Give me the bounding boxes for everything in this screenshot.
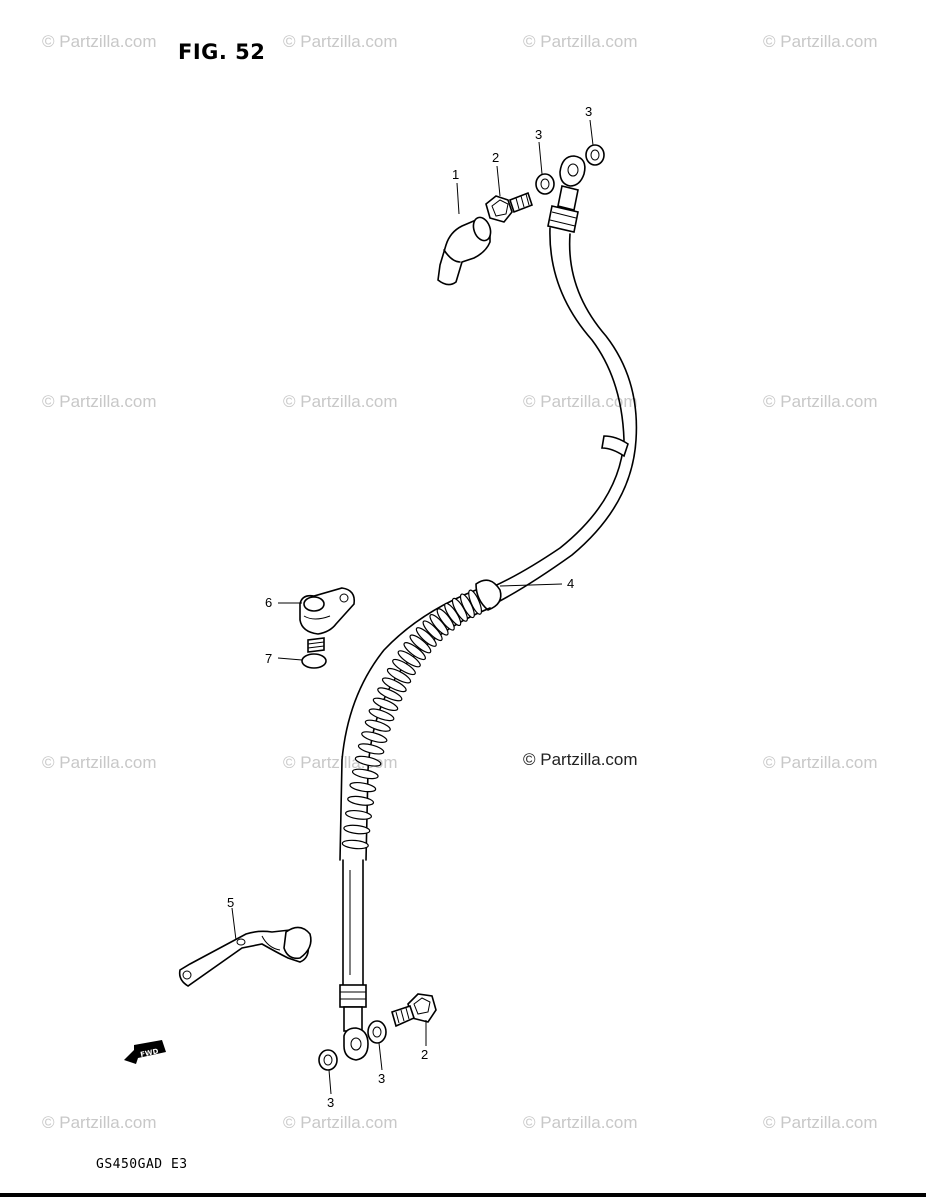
watermark: © Partzilla.com	[42, 32, 157, 51]
hose-armor-ring	[357, 743, 385, 755]
hose-armor-ring	[397, 650, 421, 668]
callout-3-c: 3	[378, 1071, 386, 1086]
hose-bracket-part	[178, 926, 312, 987]
watermark: © Partzilla.com	[283, 1113, 398, 1132]
watermark: © Partzilla.com	[763, 753, 878, 772]
hose-armor-ring	[444, 602, 462, 627]
callout-1: 1	[452, 167, 460, 182]
clamp-bolt-part	[301, 637, 327, 669]
hose-armor-ring	[415, 627, 437, 647]
hose-armor-ring	[354, 755, 382, 767]
hose-armor-ring	[429, 614, 449, 636]
hose-armor-ring	[345, 809, 372, 820]
hose-armor-ring	[347, 795, 375, 806]
watermark: © Partzilla.com	[763, 392, 878, 411]
watermark: © Partzilla.com	[42, 392, 157, 411]
hose-armor-ring	[403, 642, 426, 661]
hose-armor-ring	[392, 658, 416, 676]
forward-arrow-icon: FWD	[124, 1040, 166, 1064]
callout-leaders	[231, 119, 594, 1095]
callout-6: 6	[265, 595, 273, 610]
callout-3-b: 3	[585, 104, 593, 119]
watermark: © Partzilla.com	[763, 32, 878, 51]
center-watermark: © Partzilla.com	[523, 750, 638, 769]
union-bolt-bottom-part	[391, 993, 437, 1028]
washer-top-b	[585, 144, 605, 166]
washer-bottom-b	[318, 1049, 338, 1071]
watermark: © Partzilla.com	[42, 753, 157, 772]
union-bolt-top-part	[485, 191, 533, 223]
hose-armor-ring	[343, 824, 371, 835]
watermark: © Partzilla.com	[283, 32, 398, 51]
brake-hose-part	[339, 155, 638, 1061]
hose-armor-ring	[361, 731, 388, 743]
watermark: © Partzilla.com	[763, 1113, 878, 1132]
hose-armor-ring	[377, 687, 403, 702]
callout-5: 5	[227, 895, 235, 910]
bottom-border	[0, 1193, 926, 1197]
figure-title: FIG. 52	[178, 40, 266, 64]
hose-armor-ring	[436, 608, 455, 631]
hose-armor-ring	[341, 839, 369, 850]
callout-2-top: 2	[492, 150, 500, 165]
hose-armor-ring	[409, 634, 432, 654]
watermark: © Partzilla.com	[523, 32, 638, 51]
callout-7: 7	[265, 651, 273, 666]
boot-cap-part	[437, 216, 492, 286]
hose-armor-ring	[381, 677, 407, 693]
hose-armor-ring	[372, 697, 399, 712]
callout-3-d: 3	[327, 1095, 335, 1110]
watermark: © Partzilla.com	[523, 392, 638, 411]
callout-3-a: 3	[535, 127, 543, 142]
washer-top-a	[535, 173, 555, 195]
hose-armor-ring	[351, 768, 379, 780]
hose-clamp-part	[299, 587, 356, 635]
washer-bottom-a	[367, 1020, 387, 1044]
hose-armor-ring	[368, 708, 395, 722]
hose-armor-ring	[386, 667, 412, 684]
watermark: © Partzilla.com	[283, 392, 398, 411]
hose-armor-ring	[422, 620, 443, 642]
callout-4: 4	[567, 576, 575, 591]
fwd-label: FWD	[140, 1047, 160, 1059]
hose-armor-ring	[349, 781, 377, 793]
callout-2-bottom: 2	[421, 1047, 429, 1062]
watermark: © Partzilla.com	[42, 1113, 157, 1132]
watermark: © Partzilla.com	[523, 1113, 638, 1132]
hose-armor-ring	[364, 719, 391, 732]
model-code: GS450GAD E3	[96, 1157, 188, 1172]
